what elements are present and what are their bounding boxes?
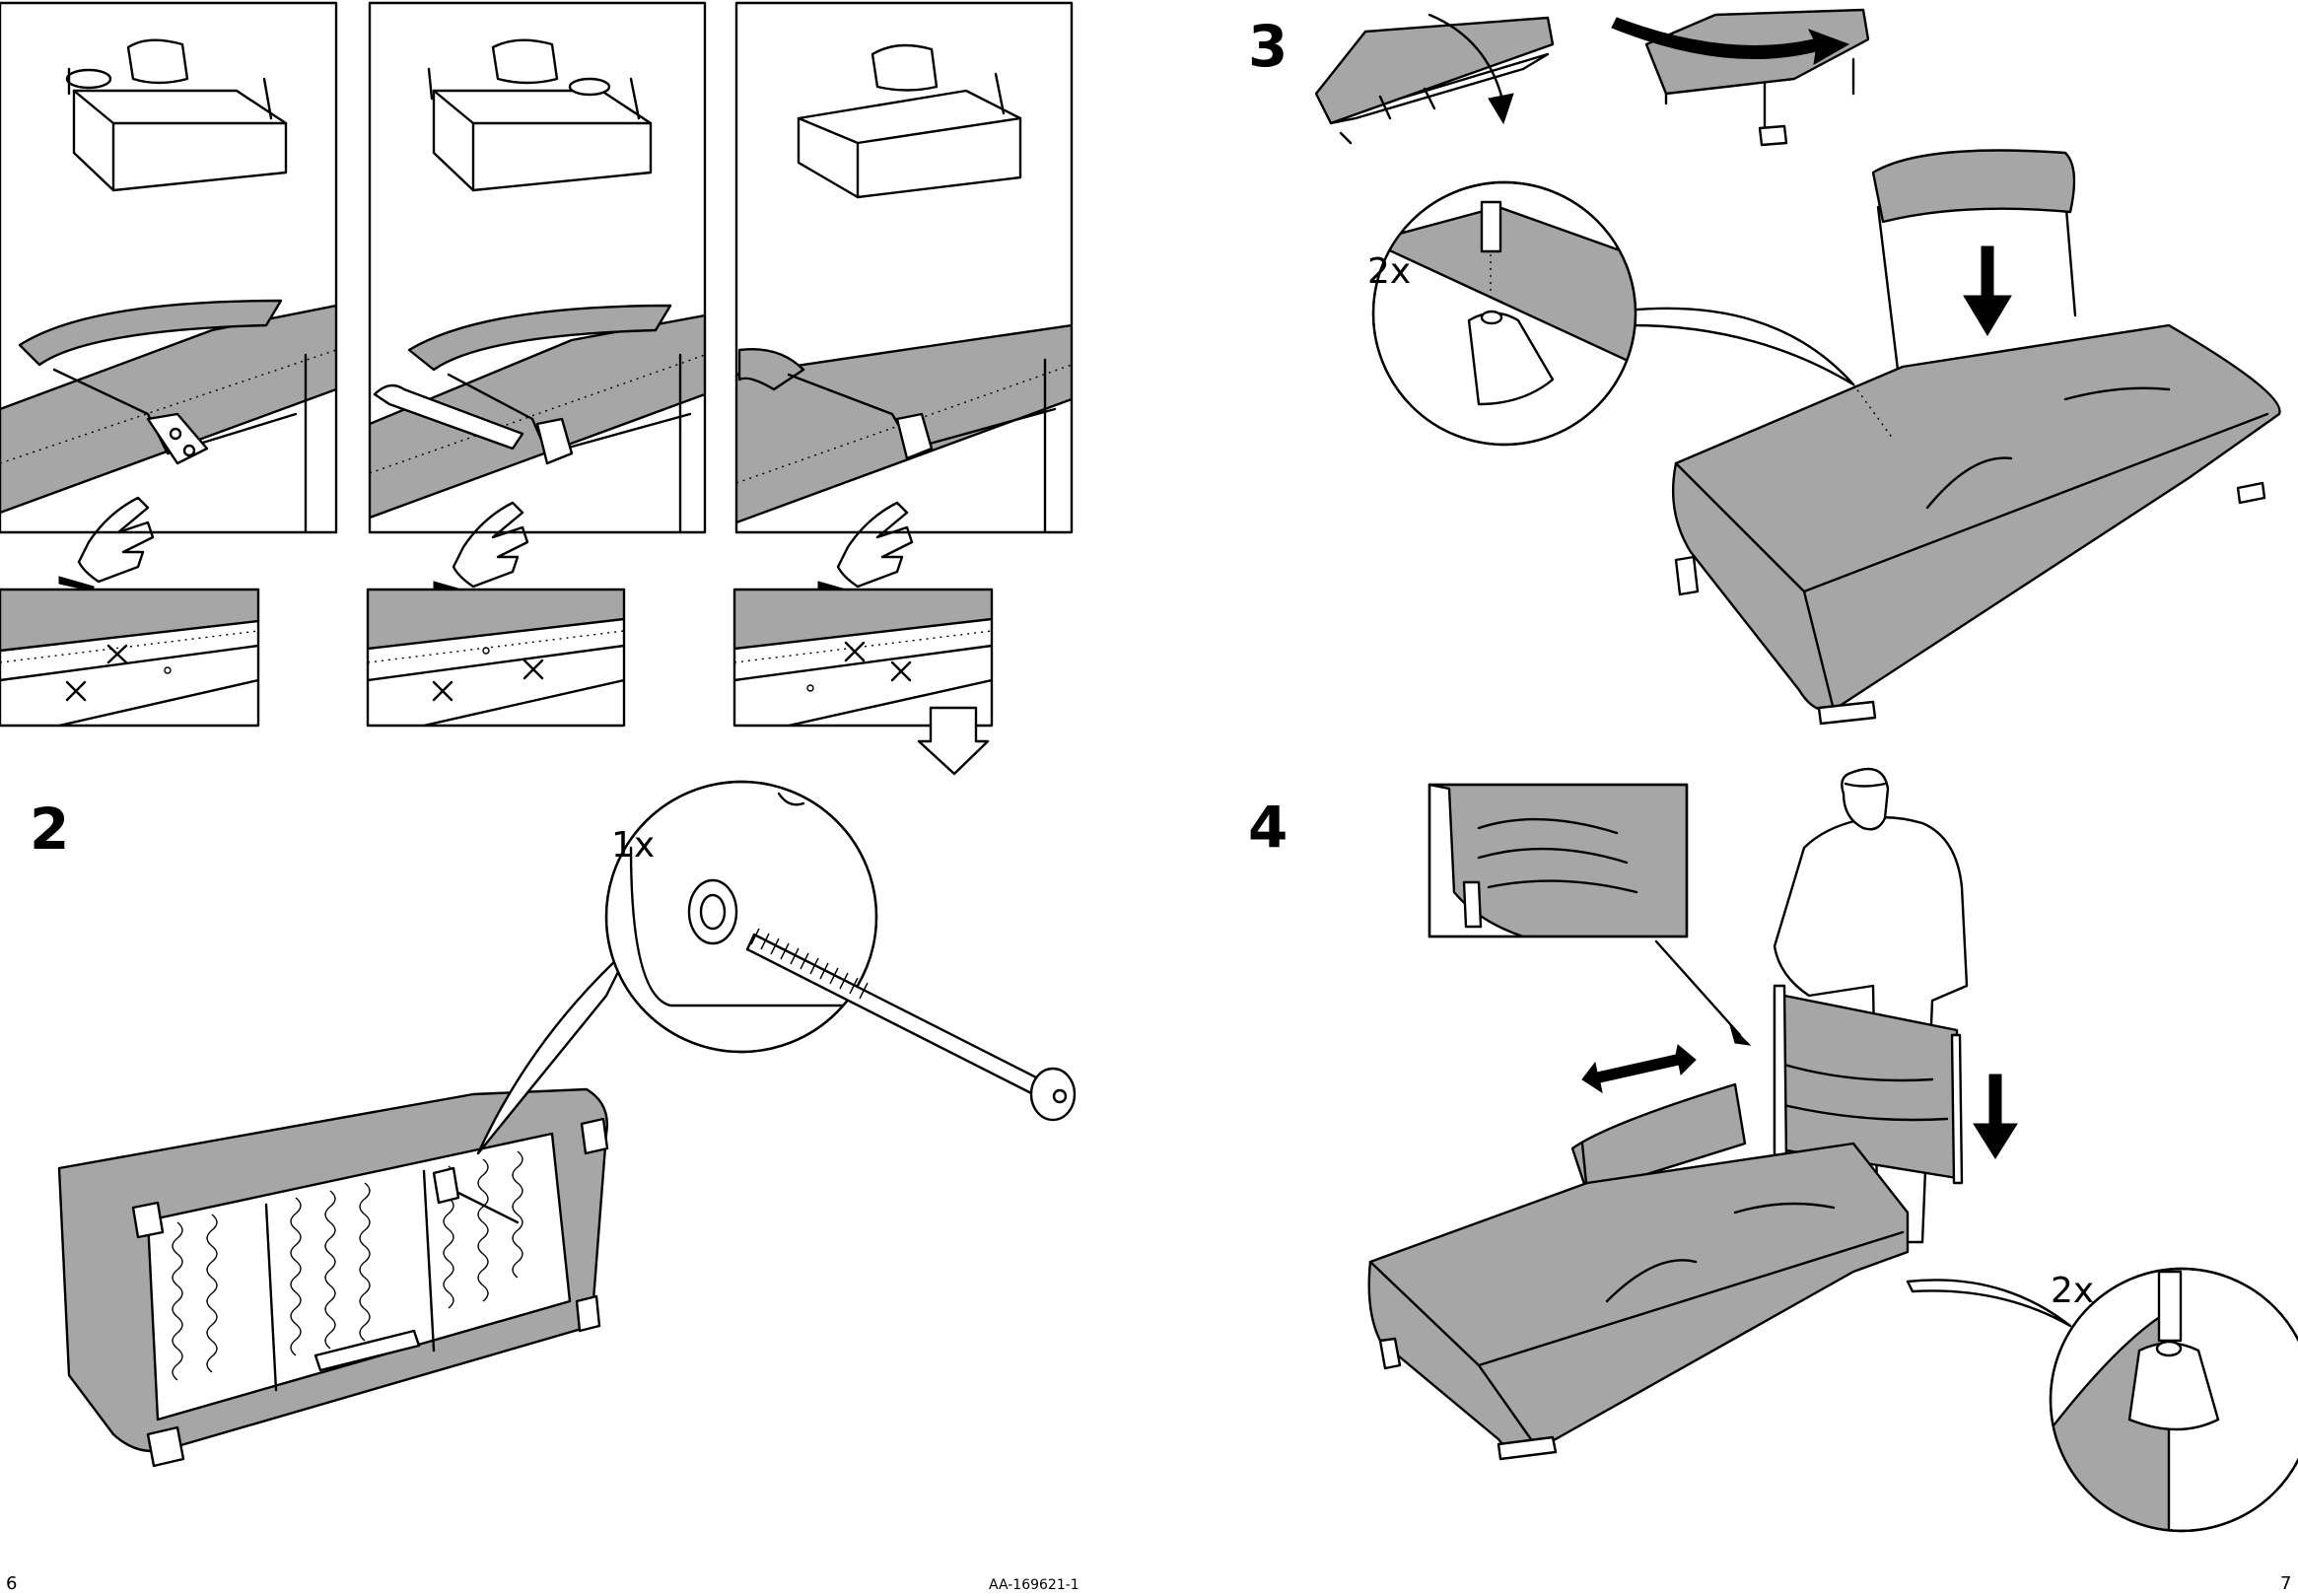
left-page-number: 6 — [6, 1573, 17, 1594]
step-2-number: 2 — [30, 800, 69, 858]
step4-leg-detail-callout — [1908, 1269, 2298, 1577]
step1-variant-left-armrest — [0, 3, 336, 591]
step-4-number: 4 — [1248, 798, 1288, 856]
right-page-number: 7 — [2280, 1573, 2291, 1594]
step3-leg-detail-callout — [1370, 182, 1853, 445]
step3-assembled-daybed — [1673, 151, 2279, 725]
step4-leg-quantity: 2x — [2051, 1274, 2094, 1309]
step3-flip-diagram — [1316, 10, 1868, 145]
step-3-number: 3 — [1248, 18, 1288, 75]
document-code: AA-169621-1 — [989, 1577, 1079, 1593]
step1-variant-both-armrests — [370, 3, 705, 596]
step4-headrest-inset — [1429, 785, 1687, 937]
step2-sofa-frame-underside — [59, 1089, 607, 1466]
step1-variant-no-armrest — [736, 3, 1072, 596]
step2-bolt-quantity: 1x — [611, 828, 655, 864]
step3-leg-quantity: 2x — [1367, 254, 1411, 290]
step1-zoom-inset-right — [734, 590, 992, 726]
step1-zoom-inset-middle — [368, 590, 624, 726]
step1-zoom-inset-left — [0, 590, 258, 726]
